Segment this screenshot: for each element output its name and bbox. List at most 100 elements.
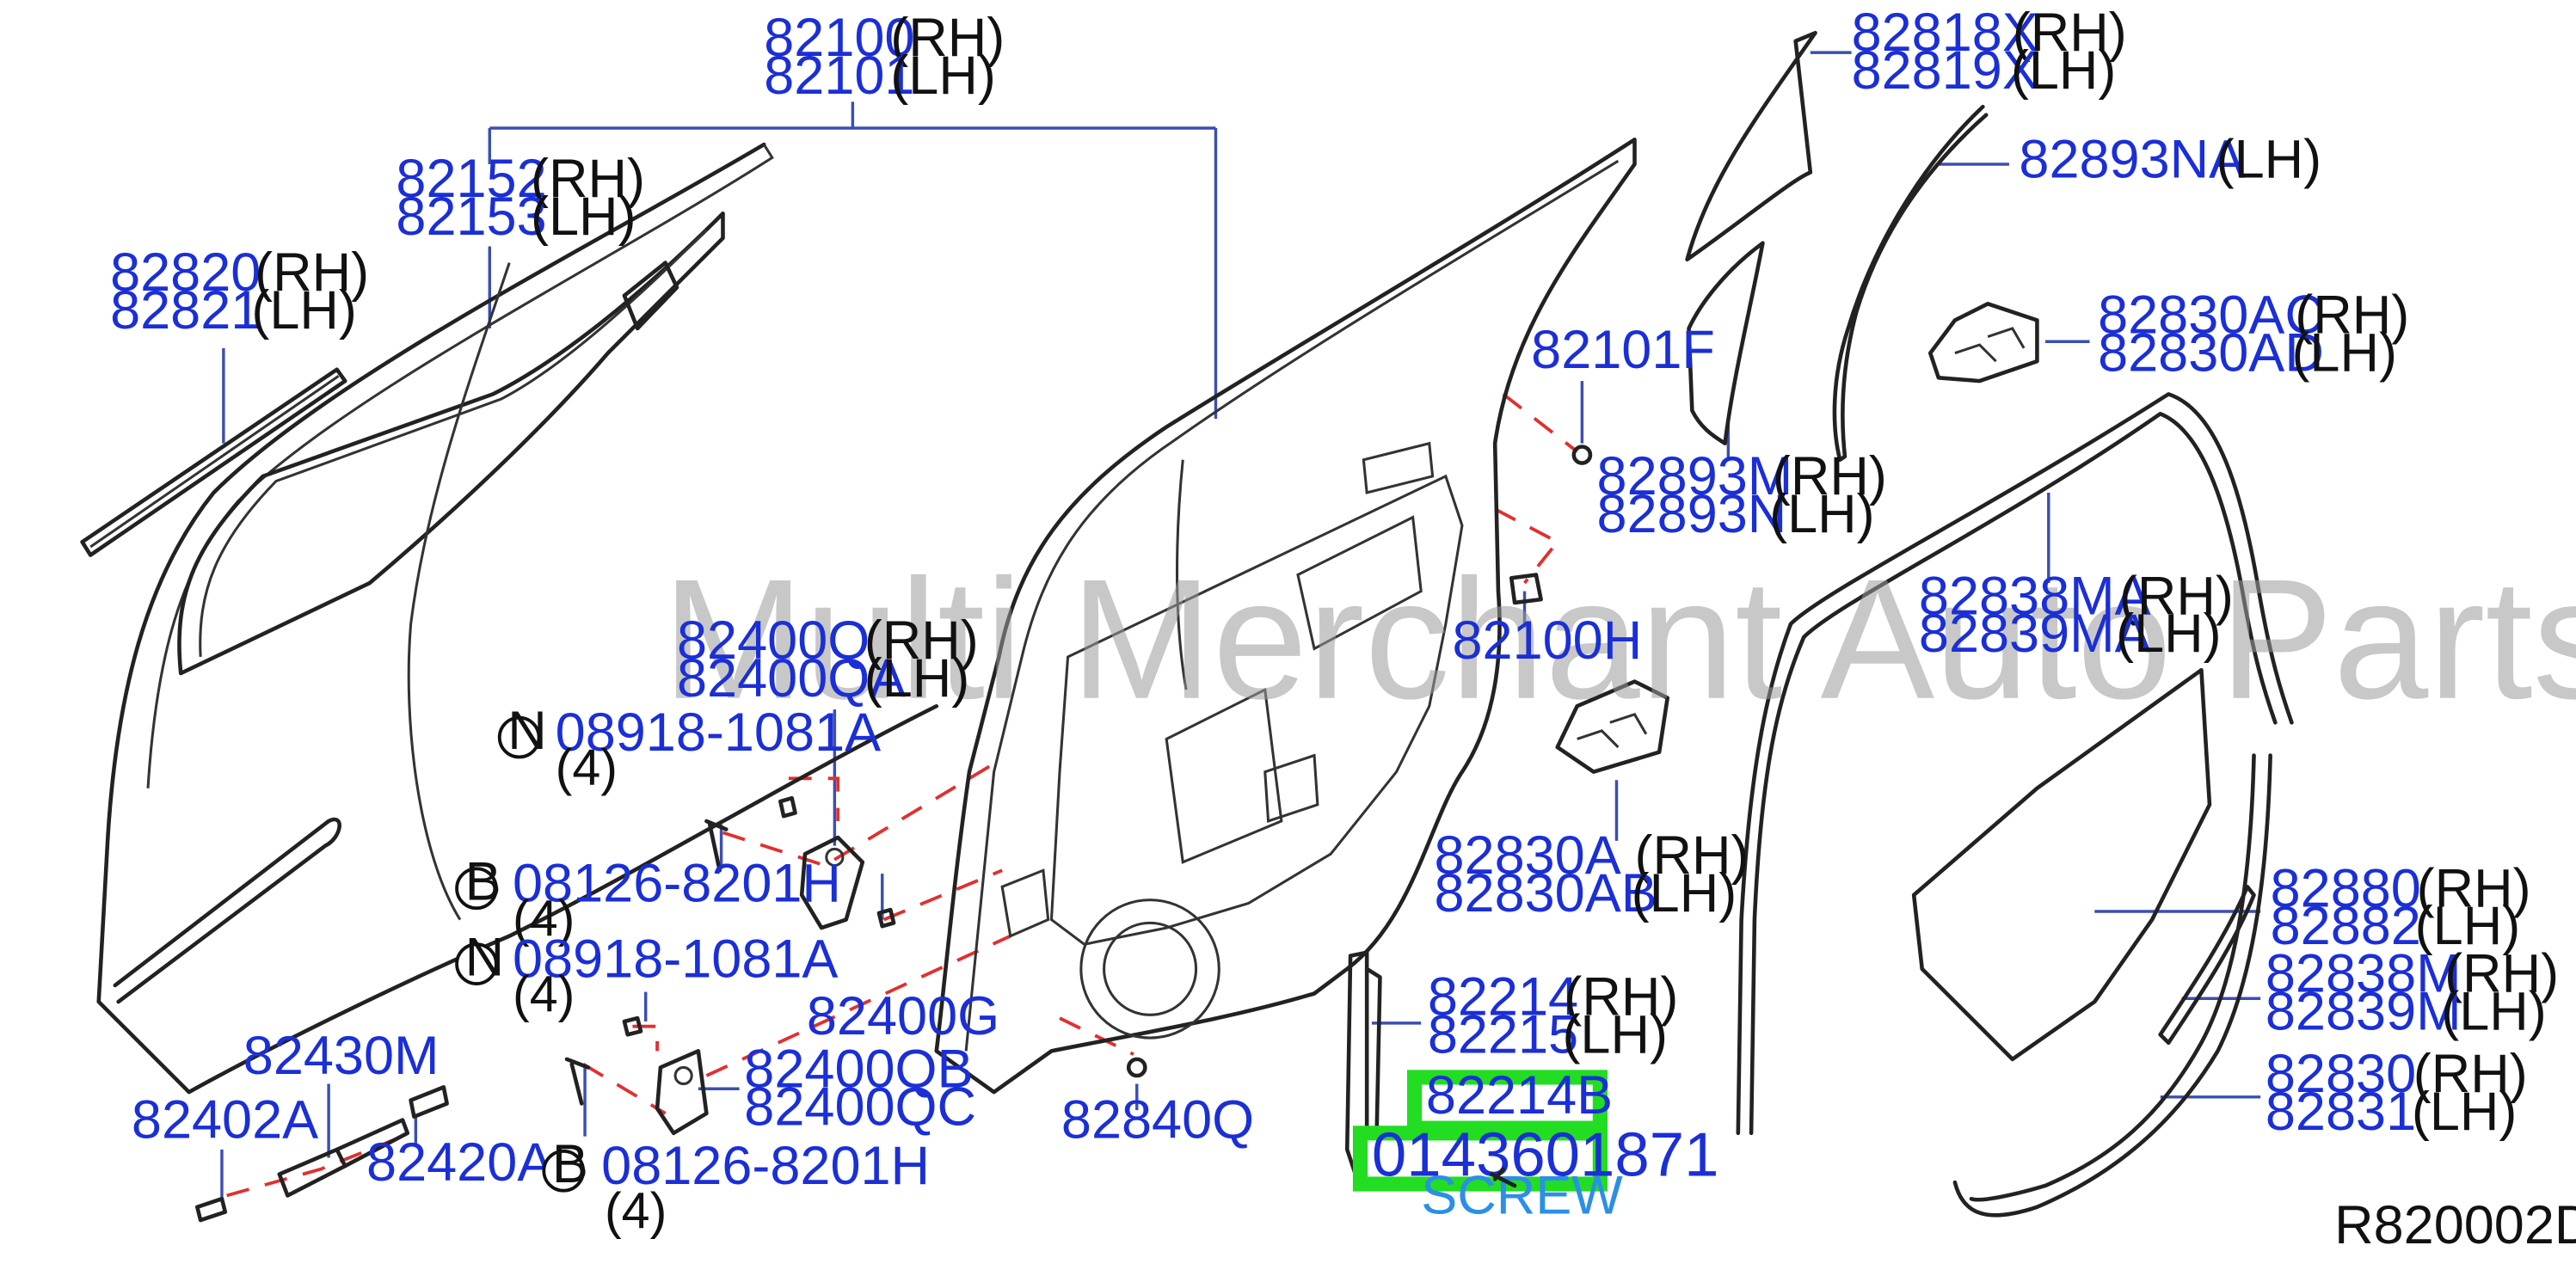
part-82830ab[interactable]: 82830AB — [1434, 863, 1657, 923]
part-82830a[interactable]: 82830A — [1434, 825, 1620, 886]
door-check — [195, 1085, 449, 1223]
circle-b-letter: B — [465, 852, 501, 912]
side-rh: (RH) — [2444, 944, 2559, 1004]
side-lh: (LH) — [1769, 484, 1875, 544]
side-lh: (LH) — [251, 280, 357, 340]
part-82152[interactable]: 82152 — [396, 149, 546, 209]
part-82882[interactable]: 82882 — [2271, 896, 2421, 956]
side-rh: (RH) — [2417, 858, 2531, 918]
part-82400qa[interactable]: 82400QA — [677, 648, 906, 709]
part-82101f[interactable]: 82101F — [1531, 320, 1715, 380]
side-lh: (LH) — [2415, 896, 2521, 956]
part-labels: 82100 (RH) 82101 (LH) 82152 (RH) 82153 (… — [110, 3, 2576, 1255]
side-lh: (LH) — [890, 46, 996, 106]
part-82402a[interactable]: 82402A — [132, 1090, 318, 1150]
part-82400g[interactable]: 82400G — [807, 986, 999, 1046]
part-82100[interactable]: 82100 — [764, 8, 914, 68]
part-82153[interactable]: 82153 — [396, 187, 546, 247]
side-lh: (LH) — [2441, 982, 2547, 1042]
quantity: (4) — [605, 1182, 667, 1240]
side-lh: (LH) — [2412, 1082, 2518, 1142]
part-08126-8201h[interactable]: 08126-8201H — [513, 854, 841, 914]
door-glass — [1685, 30, 1989, 463]
side-rh: (RH) — [1773, 446, 1887, 506]
part-82830ac[interactable]: 82830AC — [2098, 285, 2324, 346]
side-rh: (RH) — [890, 8, 1005, 68]
highlight-fill — [1367, 1136, 1597, 1183]
side-lh: (LH) — [1632, 863, 1737, 923]
part-08918-1081a[interactable]: 08918-1081A — [513, 929, 838, 989]
side-lh: (LH) — [2116, 604, 2222, 664]
part-82839m[interactable]: 82839M — [2266, 982, 2462, 1042]
weatherstrip — [1736, 392, 2294, 1136]
hinges — [564, 795, 896, 1136]
circle-marker-b — [455, 867, 498, 911]
side-lh: (LH) — [2011, 40, 2117, 101]
side-rh: (RH) — [1634, 825, 1749, 886]
part-82214[interactable]: 82214 — [1428, 966, 1578, 1027]
part-82819x[interactable]: 82819X — [1852, 40, 2038, 101]
part-08126-8201h[interactable]: 08126-8201H — [601, 1136, 930, 1196]
part-82215[interactable]: 82215 — [1428, 1004, 1578, 1064]
part-82100h[interactable]: 82100H — [1452, 610, 1642, 671]
highlight-box — [1352, 1126, 1608, 1192]
part-82818x[interactable]: 82818X — [1852, 3, 2038, 63]
highlight-82214b[interactable]: 82214B — [1406, 1065, 1614, 1136]
part-82830ad[interactable]: 82830AD — [2098, 323, 2324, 383]
side-rh: (RH) — [2013, 3, 2127, 63]
part-82430m[interactable]: 82430M — [243, 1026, 440, 1086]
part-82893na[interactable]: 82893NA — [2019, 129, 2245, 189]
circle-marker-n — [455, 942, 498, 985]
highlight-screw[interactable]: 0143601871 SCREW — [1352, 1120, 1719, 1225]
side-lh: (LH) — [1562, 1004, 1668, 1064]
part-82840q[interactable]: 82840Q — [1061, 1090, 1254, 1150]
part-82820[interactable]: 82820 — [110, 242, 261, 303]
part-82838m[interactable]: 82838M — [2266, 944, 2462, 1004]
inner-door-panel — [934, 138, 1637, 1095]
part-82101[interactable]: 82101 — [764, 46, 914, 106]
part-82831[interactable]: 82831 — [2266, 1082, 2416, 1142]
belt-moulding — [80, 367, 347, 557]
side-rh: (RH) — [2119, 566, 2234, 626]
circle-b-letter: B — [552, 1134, 588, 1194]
drawing-code: R820002D — [2334, 1195, 2576, 1255]
part-82893m[interactable]: 82893M — [1597, 446, 1793, 506]
quantity: (4) — [513, 890, 575, 948]
part-82821[interactable]: 82821 — [110, 280, 261, 340]
side-rh: (RH) — [255, 242, 369, 303]
circle-marker-n — [497, 715, 541, 759]
part-82400qc[interactable]: 82400QC — [744, 1077, 976, 1137]
part-82893n[interactable]: 82893N — [1597, 484, 1787, 544]
side-lh: (LH) — [2291, 323, 2397, 383]
door-seal — [1952, 753, 2272, 1218]
part-82400q[interactable]: 82400Q — [677, 610, 870, 671]
part-82839ma[interactable]: 82839MA — [1919, 604, 2151, 664]
part-82420a[interactable]: 82420A — [366, 1132, 553, 1193]
circle-marker-b — [542, 1149, 586, 1193]
circle-n-letter: N — [507, 701, 547, 761]
highlighted-part-description: SCREW — [1421, 1165, 1623, 1225]
watermark-text: Multi Merchant Auto Partstore — [662, 544, 2576, 735]
highlighted-part-number[interactable]: 0143601871 — [1372, 1120, 1719, 1189]
part-82880[interactable]: 82880 — [2271, 858, 2421, 918]
side-lh: (LH) — [531, 187, 636, 247]
part-08918-1081a[interactable]: 08918-1081A — [556, 702, 881, 763]
side-rh: (RH) — [2295, 285, 2409, 346]
side-lh: (LH) — [864, 648, 970, 709]
quantity: (4) — [513, 966, 575, 1023]
quantity: (4) — [556, 739, 618, 796]
screw-icon — [1490, 1167, 1517, 1188]
circle-n-letter: N — [465, 927, 505, 987]
side-rh: (RH) — [2413, 1044, 2528, 1104]
part-82838ma[interactable]: 82838MA — [1919, 566, 2151, 626]
outer-door-skin — [96, 142, 939, 1095]
watershield — [1911, 667, 2212, 1062]
part-82830[interactable]: 82830 — [2266, 1044, 2416, 1104]
part-82214b[interactable]: 82214B — [1426, 1065, 1613, 1126]
side-rh: (RH) — [1564, 966, 1678, 1027]
side-lh: (LH) — [2216, 129, 2322, 189]
side-rh: (RH) — [864, 610, 979, 671]
part-82400qb[interactable]: 82400QB — [744, 1039, 973, 1099]
side-rh: (RH) — [531, 149, 645, 209]
